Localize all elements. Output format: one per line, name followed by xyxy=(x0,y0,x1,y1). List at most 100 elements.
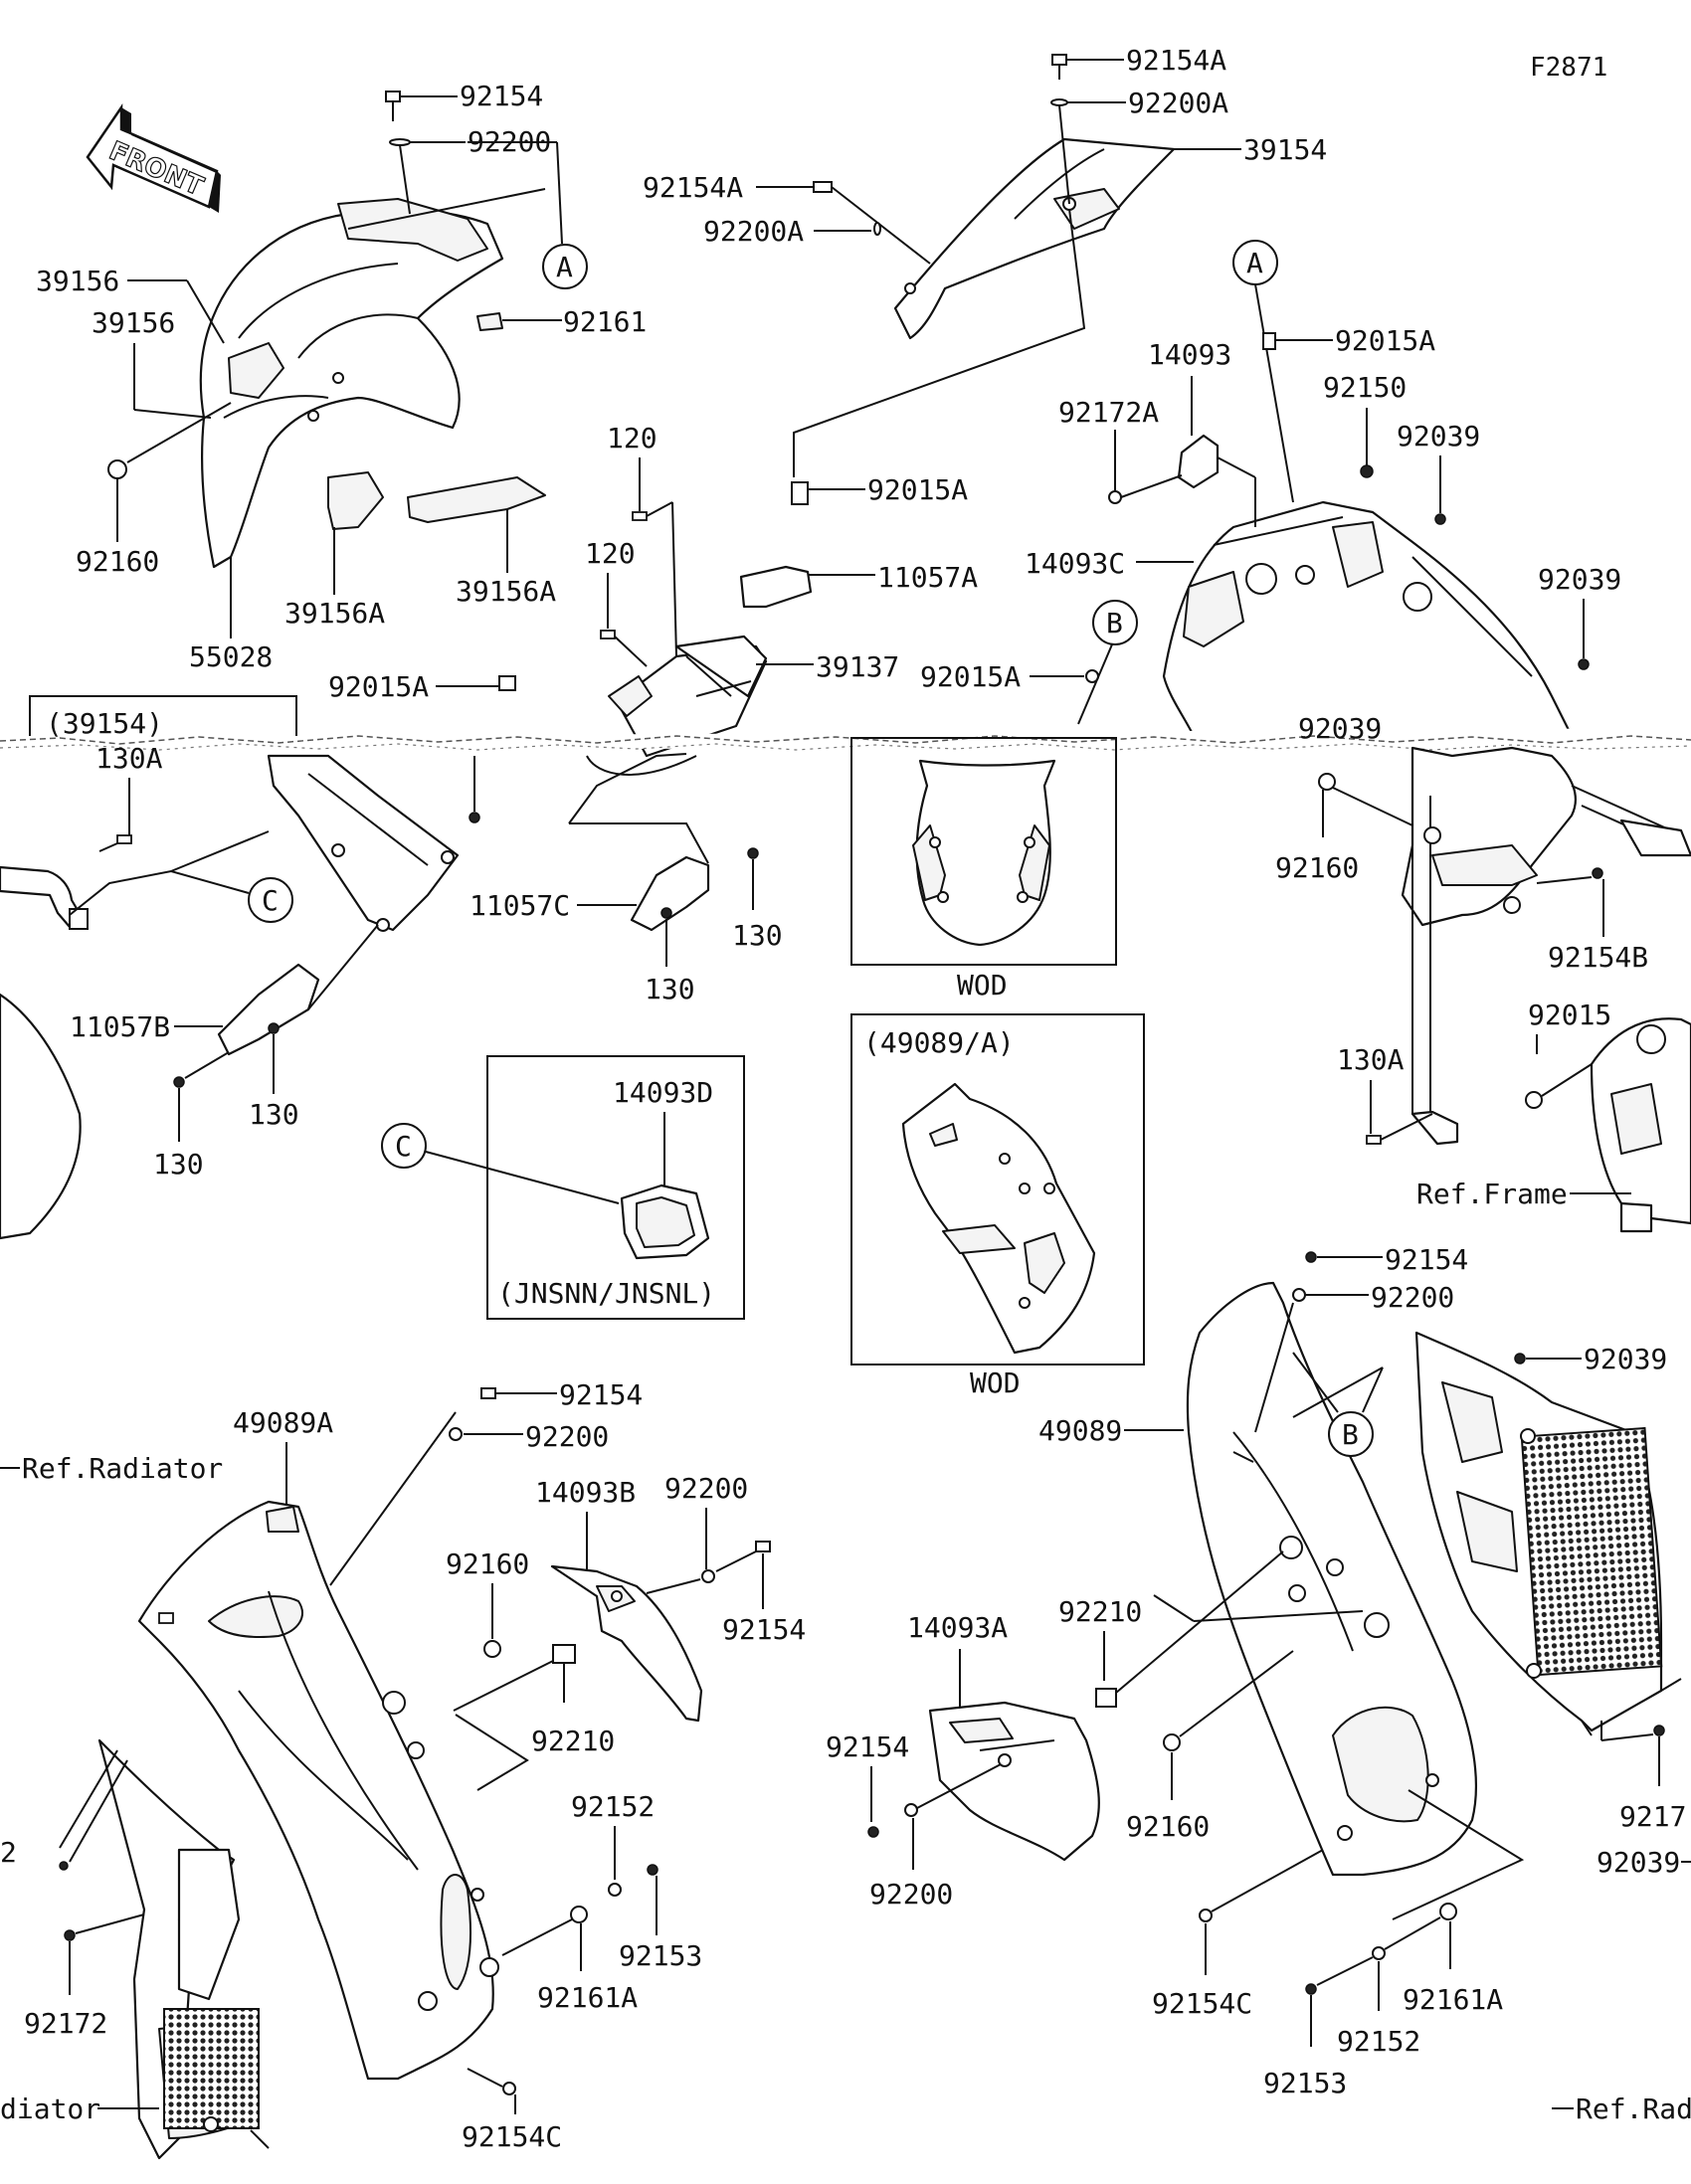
screw-92154a-top xyxy=(1051,54,1124,80)
callout-c-box xyxy=(381,1123,427,1169)
label-49089a: 49089A xyxy=(233,1406,333,1439)
label-14093d: 14093D xyxy=(613,1076,713,1109)
label-120-b: 120 xyxy=(585,537,636,570)
label-39156-b: 39156 xyxy=(92,306,175,339)
label-11057a: 11057A xyxy=(877,561,978,594)
label-92152-right: 92152 xyxy=(1337,2025,1420,2058)
label-92154a-top: 92154A xyxy=(1126,44,1226,77)
label-92210-right: 92210 xyxy=(1058,1595,1142,1628)
inset-jnsnn-label: (JNSNN/JNSNL) xyxy=(497,1277,715,1310)
label-92015a-upper-right: 92015A xyxy=(1335,324,1435,357)
label-92154-right: 92154 xyxy=(1385,1243,1468,1276)
screw-92154-left xyxy=(480,1387,557,1399)
washer-92200-left xyxy=(449,1427,463,1441)
label-92015a-left: 92015A xyxy=(328,670,429,703)
collar-92210-left xyxy=(552,1644,576,1664)
bolt-130-c xyxy=(268,1022,280,1034)
label-92200a-side: 92200A xyxy=(703,215,804,248)
label-39156a-a: 39156A xyxy=(284,597,385,630)
screw-cut-left xyxy=(59,1861,69,1871)
label-49089: 49089 xyxy=(1038,1414,1122,1447)
collar-92210-right xyxy=(1095,1688,1117,1708)
inner-panel-radiator-right xyxy=(1414,1331,1682,1736)
inset-39154-title: (39154) xyxy=(46,707,163,740)
nut-92150 xyxy=(1360,464,1374,478)
label-92160-bottom-right: 92160 xyxy=(1126,1810,1210,1843)
label-55028: 55028 xyxy=(189,640,273,673)
label-130-b: 130 xyxy=(732,919,783,952)
callout-b-bottom-text: B xyxy=(1342,1418,1359,1451)
nut-92161a-left xyxy=(570,1906,588,1923)
bolt-120-b xyxy=(600,630,616,639)
bolt-130a-right xyxy=(1366,1135,1382,1145)
callout-a-left xyxy=(542,244,588,289)
screw-92154a-side xyxy=(756,181,931,265)
label-92153-right: 92153 xyxy=(1263,2067,1347,2099)
ref-radiator-left: Ref.Radiator xyxy=(22,1452,223,1485)
label-92154c-right: 92154C xyxy=(1152,1987,1252,2020)
side-cowl-wod xyxy=(901,1082,1096,1355)
label-92160-a: 92160 xyxy=(76,545,159,578)
label-92172-cut-left: 2 xyxy=(0,1836,17,1869)
screw-92154-right xyxy=(1305,1251,1317,1263)
label-92154b: 92154B xyxy=(1548,941,1648,974)
nut-92160-bottom-left xyxy=(483,1640,501,1658)
label-11057c: 11057C xyxy=(470,889,570,922)
ref-radiator-cut-left: diator xyxy=(0,2093,100,2125)
label-39137: 39137 xyxy=(816,650,899,683)
windshield-39154 xyxy=(893,137,1176,340)
label-120-a: 120 xyxy=(607,422,658,455)
inner-cover-mid xyxy=(267,754,460,932)
screw-92154-bottom-right xyxy=(867,1826,879,1838)
bracket-14093a xyxy=(928,1701,1100,1862)
bolt-130-a xyxy=(660,907,672,919)
bolt-120-a xyxy=(632,511,648,521)
label-92152-left: 92152 xyxy=(571,1790,655,1823)
label-92200-bottom-right: 92200 xyxy=(869,1878,953,1911)
ref-frame-label: Ref.Frame xyxy=(1416,1178,1568,1210)
label-92039-a: 92039 xyxy=(1397,420,1480,453)
cut-piece-left xyxy=(0,993,82,1240)
washer-92200-right xyxy=(1292,1288,1306,1302)
frame-stay-right xyxy=(1401,746,1691,1146)
washer-92200-right-b xyxy=(701,1569,715,1583)
label-92154: 92154 xyxy=(460,80,543,112)
callout-c-mid xyxy=(248,877,293,923)
label-92161a-left: 92161A xyxy=(537,1981,638,2014)
label-130-d: 130 xyxy=(153,1148,204,1181)
screw-92154b xyxy=(1592,867,1603,879)
washer-92152-left xyxy=(608,1883,622,1897)
upper-cowl-39156 xyxy=(199,198,504,569)
inset-wod-2 xyxy=(850,1013,1145,1365)
front-arrow-icon: FRONT xyxy=(86,102,221,213)
side-cowl-49089 xyxy=(1186,1281,1477,1877)
callout-b-top-text: B xyxy=(1106,607,1123,639)
bolt-92154c-left xyxy=(502,2082,516,2095)
figure-code: F2871 xyxy=(1530,53,1607,83)
screw-92039-right xyxy=(1514,1353,1526,1365)
inset-wod-1 xyxy=(850,737,1117,966)
grommet-92015 xyxy=(1525,1091,1543,1109)
callout-b-bottom xyxy=(1328,1411,1374,1457)
label-92154-bottom-right: 92154 xyxy=(826,1730,909,1763)
label-39156-a: 39156 xyxy=(36,265,119,297)
nut-92160-right xyxy=(1318,773,1336,791)
label-92015a-mid: 92015A xyxy=(867,473,968,506)
label-92015a-right: 92015A xyxy=(920,660,1021,693)
label-130-c: 130 xyxy=(249,1098,299,1131)
screw-92172-bottom xyxy=(64,1929,76,1941)
bolt-92154c-right xyxy=(1199,1909,1213,1922)
inset-wod-2-label: WOD xyxy=(970,1366,1021,1399)
screw-92039-b xyxy=(1578,658,1590,670)
inner-panel-radiator-left xyxy=(97,1738,270,2160)
frame-ref-piece xyxy=(1590,1017,1691,1233)
callout-a-left-text: A xyxy=(556,251,573,283)
inset-jnsnn xyxy=(486,1055,745,1320)
label-92200-right-b: 92200 xyxy=(664,1472,748,1505)
label-39154: 39154 xyxy=(1243,133,1327,166)
screw-92172-right xyxy=(1653,1725,1665,1736)
bolt-130-d xyxy=(173,1076,185,1088)
screw-92154-top xyxy=(385,91,458,121)
ref-radiator-cut-right: Ref.Rad xyxy=(1576,2093,1691,2125)
nut-92160-bottom-right xyxy=(1163,1733,1181,1751)
